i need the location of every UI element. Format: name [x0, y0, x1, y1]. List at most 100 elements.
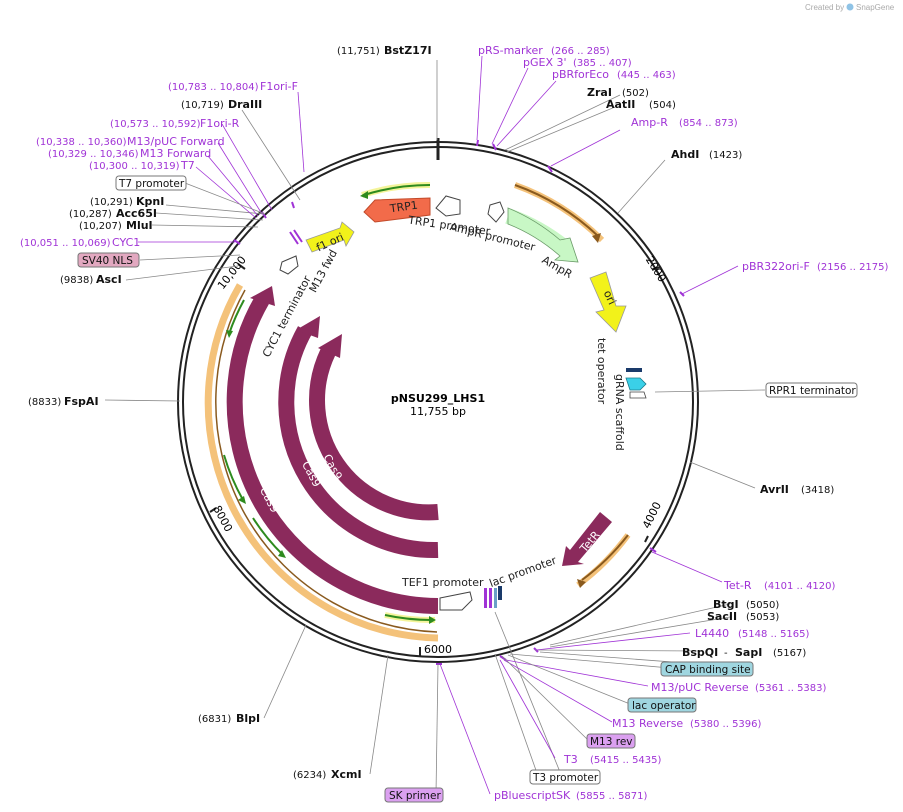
svg-text:(385 .. 407): (385 .. 407): [573, 58, 632, 69]
svg-text:FspAI: FspAI: [64, 395, 99, 408]
primer-pbr322ori-f[interactable]: pBR322ori-F (2156 .. 2175): [742, 260, 889, 273]
primer-t7[interactable]: (10,300 .. 10,319) T7: [89, 159, 195, 172]
svg-text:(6234): (6234): [293, 770, 326, 781]
enzyme-sacii[interactable]: SacII (5053): [707, 610, 779, 623]
svg-text:-: -: [724, 648, 728, 659]
svg-text:AatII: AatII: [606, 98, 635, 111]
created-by-text: Created by: [805, 3, 844, 12]
box-lac-operator[interactable]: lac operator: [627, 697, 697, 713]
orf-band-ampr: [513, 182, 605, 243]
enzyme-zrai[interactable]: ZraI (502): [587, 86, 649, 99]
cyc1-terminator-label: CYC1 terminator: [260, 273, 314, 359]
box-t3-promoter[interactable]: T3 promoter: [529, 769, 601, 785]
svg-text:CYC1: CYC1: [112, 236, 140, 249]
enzyme-avrii[interactable]: AvrII (3418): [760, 483, 834, 496]
svg-text:Tet-R: Tet-R: [723, 579, 752, 592]
svg-text:pGEX 3': pGEX 3': [523, 56, 567, 69]
svg-text:(10,207): (10,207): [79, 221, 122, 232]
enzyme-bstz17i[interactable]: (11,751) BstZ17I: [337, 44, 432, 57]
svg-text:SV40 NLS: SV40 NLS: [82, 255, 133, 267]
box-t7-promoter[interactable]: T7 promoter: [115, 175, 187, 191]
svg-text:M13 Forward: M13 Forward: [140, 147, 211, 160]
enzyme-xcmi[interactable]: (6234) XcmI: [293, 768, 362, 781]
svg-text:pBR322ori-F: pBR322ori-F: [742, 260, 810, 273]
tick-2000: 2000: [643, 254, 669, 285]
svg-text:(10,719): (10,719): [181, 100, 224, 111]
svg-text:(2156 .. 2175): (2156 .. 2175): [817, 262, 889, 273]
svg-text:M13 rev: M13 rev: [590, 736, 633, 748]
tetr-feature: TetR: [562, 512, 612, 566]
grna-scaffold-label: gRNA scaffold: [613, 374, 626, 451]
box-cap-binding-site[interactable]: CAP binding site: [660, 661, 754, 677]
primer-m13-forward[interactable]: (10,329 .. 10,346) M13 Forward: [48, 147, 211, 160]
svg-text:(5050): (5050): [746, 600, 779, 611]
box-sv40-nls[interactable]: SV40 NLS: [77, 252, 140, 268]
enzyme-bspqi-sapi[interactable]: BspQI - SapI (5167): [682, 646, 806, 659]
primer-pbrforeco[interactable]: pBRforEco (445 .. 463): [552, 68, 676, 81]
enzyme-mlui[interactable]: (10,207) MluI: [79, 219, 153, 232]
enzyme-asci[interactable]: (9838) AscI: [60, 273, 122, 286]
enzyme-aatii[interactable]: AatII (504): [606, 98, 676, 111]
svg-text:SapI: SapI: [735, 646, 762, 659]
enzyme-fspai[interactable]: (8833) FspAI: [28, 395, 99, 408]
svg-text:pBluescriptSK: pBluescriptSK: [494, 789, 571, 802]
enzyme-draiii[interactable]: (10,719) DraIII: [181, 98, 262, 111]
enzyme-acc65i[interactable]: (10,287) Acc65I: [69, 207, 157, 220]
svg-text:BtgI: BtgI: [713, 598, 739, 611]
primer-m13puc-reverse[interactable]: M13/pUC Reverse (5361 .. 5383): [651, 681, 827, 694]
box-rpr1-terminator[interactable]: RPR1 terminator: [765, 382, 858, 398]
svg-text:(5855 .. 5871): (5855 .. 5871): [576, 791, 648, 802]
svg-text:(10,338 .. 10,360): (10,338 .. 10,360): [36, 137, 127, 148]
svg-text:(11,751): (11,751): [337, 46, 380, 57]
svg-text:pBRforEco: pBRforEco: [552, 68, 609, 81]
primer-pbluescriptsk[interactable]: pBluescriptSK (5855 .. 5871): [494, 789, 648, 802]
svg-text:F1ori-F: F1ori-F: [260, 80, 298, 93]
box-m13-rev[interactable]: M13 rev: [586, 733, 636, 749]
primer-m13-reverse[interactable]: M13 Reverse (5380 .. 5396): [612, 717, 762, 730]
svg-text:(10,783 .. 10,804): (10,783 .. 10,804): [168, 82, 259, 93]
primer-l4440[interactable]: L4440 (5148 .. 5165): [695, 627, 810, 640]
svg-text:(445 .. 463): (445 .. 463): [617, 70, 676, 81]
svg-text:(10,287): (10,287): [69, 209, 112, 220]
primer-m13puc-forward[interactable]: (10,338 .. 10,360) M13/pUC Forward: [36, 135, 225, 148]
primer-amp-r[interactable]: Amp-R (854 .. 873): [631, 116, 738, 129]
primer-f1ori-r[interactable]: (10,573 .. 10,592) F1ori-R: [110, 117, 240, 130]
svg-text:MluI: MluI: [126, 219, 153, 232]
svg-text:(5415 .. 5435): (5415 .. 5435): [590, 755, 662, 766]
svg-text:T3: T3: [563, 753, 578, 766]
enzyme-kpni[interactable]: (10,291) KpnI: [90, 195, 164, 208]
svg-text:(5380 .. 5396): (5380 .. 5396): [690, 719, 762, 730]
snapgene-brand: SnapGene: [856, 3, 895, 12]
enzyme-blpi[interactable]: (6831) BlpI: [198, 712, 260, 725]
tet-operator-label: tet operator: [595, 338, 608, 405]
primer-prs-marker[interactable]: pRS-marker (266 .. 285): [478, 44, 610, 57]
orf-band-tetr: [576, 533, 631, 588]
primer-t3[interactable]: T3 (5415 .. 5435): [563, 753, 662, 766]
box-sk-primer[interactable]: SK primer: [384, 787, 444, 803]
primer-cyc1[interactable]: (10,051 .. 10,069) CYC1: [20, 236, 140, 249]
leader-lines-primers: [138, 55, 739, 795]
svg-text:lac operator: lac operator: [632, 700, 696, 712]
svg-text:(504): (504): [649, 100, 676, 111]
svg-text:(10,300 .. 10,319): (10,300 .. 10,319): [89, 161, 180, 172]
svg-text:ZraI: ZraI: [587, 86, 612, 99]
trp1-feature: TRP1: [363, 197, 431, 223]
svg-text:(3418): (3418): [801, 485, 834, 496]
plasmid-name: pNSU299_LHS1: [391, 392, 485, 405]
snapgene-logo: SnapGene: [846, 3, 895, 12]
svg-text:BspQI: BspQI: [682, 646, 718, 659]
enzyme-btgi[interactable]: BtgI (5050): [713, 598, 779, 611]
primer-pgex3[interactable]: pGEX 3' (385 .. 407): [523, 56, 632, 69]
svg-text:(5148 .. 5165): (5148 .. 5165): [738, 629, 810, 640]
primer-tet-r[interactable]: Tet-R (4101 .. 4120): [723, 579, 836, 592]
svg-text:T7 promoter: T7 promoter: [118, 178, 185, 190]
svg-text:(854 .. 873): (854 .. 873): [679, 118, 738, 129]
cas9-feature-middle: Cas9: [278, 316, 439, 559]
svg-text:(10,573 .. 10,592): (10,573 .. 10,592): [110, 119, 201, 130]
primer-f1ori-f[interactable]: (10,783 .. 10,804) F1ori-F: [168, 80, 298, 93]
svg-text:(266 .. 285): (266 .. 285): [551, 46, 610, 57]
enzyme-ahdi[interactable]: AhdI (1423): [671, 148, 742, 161]
svg-text:(4101 .. 4120): (4101 .. 4120): [764, 581, 836, 592]
